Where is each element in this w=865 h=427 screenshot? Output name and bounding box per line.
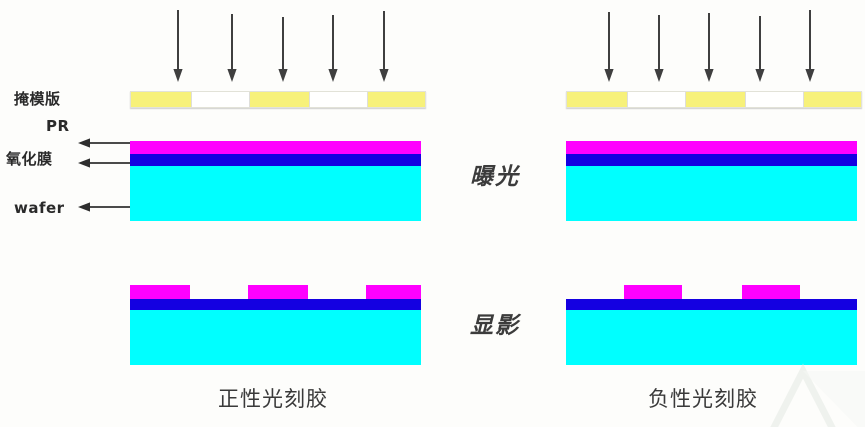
mask-segment-clear [309,92,367,107]
label-pr: PR [46,117,70,135]
light-arrow-icon [805,10,815,82]
layer-photoresist [130,141,421,154]
caption-negative-resist: 负性光刻胶 [648,387,758,411]
resist-block [248,285,308,299]
pointer-arrow-oxide-icon [78,158,136,168]
mask-segment-opaque [567,92,627,107]
layer-oxide [130,299,421,310]
layer-oxide [130,154,421,166]
mask-segment-clear [745,92,803,107]
photomask-left [130,91,426,108]
layer-wafer [566,166,857,221]
light-arrow-icon [654,15,664,82]
caption-positive-resist: 正性光刻胶 [218,387,328,411]
wafer-stack-left-developed [130,285,421,365]
mask-segment-opaque [367,92,425,107]
pointer-arrow-pr-icon [78,138,136,148]
resist-block [624,285,682,299]
light-arrow-icon [173,10,183,82]
light-arrow-icon [604,12,614,82]
wafer-stack-right-developed [566,285,857,365]
photomask-right [566,91,862,108]
label-oxide: 氧化膜 [6,150,53,168]
light-arrow-icon [379,11,389,82]
mask-segment-opaque [249,92,309,107]
layer-wafer [130,166,421,221]
layer-oxide [566,154,857,166]
resist-block [742,285,800,299]
light-arrow-icon [227,14,237,82]
layer-wafer [566,310,857,365]
mask-segment-opaque [803,92,861,107]
wafer-stack-left-exposed [130,141,421,221]
light-arrow-icon [755,16,765,82]
layer-photoresist [566,141,857,154]
mask-segment-clear [627,92,685,107]
label-mask: 掩模版 [14,90,61,108]
stage-label-development: 显影 [470,313,520,339]
layer-wafer [130,310,421,365]
light-arrow-icon [704,13,714,82]
wafer-stack-right-exposed [566,141,857,221]
light-arrow-icon [328,15,338,82]
stage-label-exposure: 曝光 [470,164,520,190]
resist-block [130,285,190,299]
mask-segment-clear [191,92,249,107]
mask-segment-opaque [131,92,191,107]
mask-segment-opaque [685,92,745,107]
resist-block [366,285,421,299]
layer-oxide [566,299,857,310]
label-wafer: wafer [14,199,65,217]
light-arrow-icon [278,17,288,82]
